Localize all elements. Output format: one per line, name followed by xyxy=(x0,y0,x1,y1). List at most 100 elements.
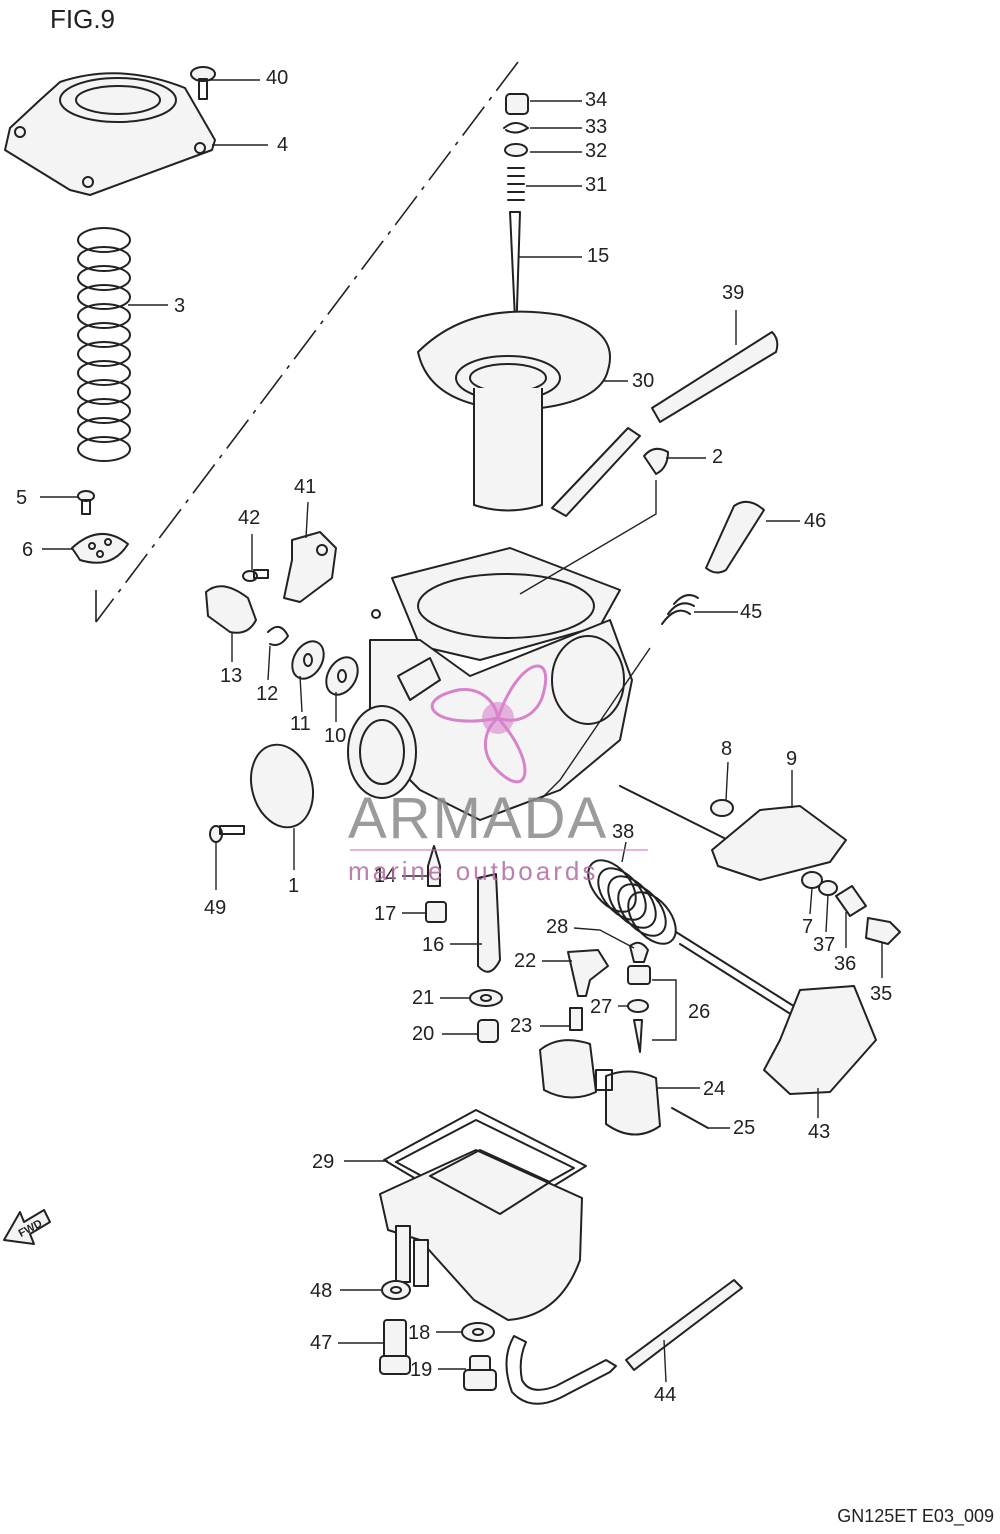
callout-label: 39 xyxy=(722,282,744,304)
part-lever-9 xyxy=(619,785,847,881)
callout-label: 38 xyxy=(612,821,634,843)
callout-label: 15 xyxy=(587,245,609,267)
callout-label: 17 xyxy=(374,903,396,925)
callout-label: 10 xyxy=(324,725,346,747)
part-float-24 xyxy=(539,1039,661,1136)
callout-label: 25 xyxy=(733,1117,755,1139)
callout-label: 29 xyxy=(312,1151,334,1173)
callout-label: 6 xyxy=(22,539,33,561)
callout-label: 49 xyxy=(204,897,226,919)
part-cover-1 xyxy=(250,743,314,829)
part-spring-45 xyxy=(661,594,699,625)
callout-label: 45 xyxy=(740,601,762,623)
part-washer-11 xyxy=(291,640,325,680)
callout-label: 4 xyxy=(277,134,288,156)
callout-label: 5 xyxy=(16,487,27,509)
part-top-cap xyxy=(4,72,216,196)
part-screw-23 xyxy=(569,1007,583,1031)
callout-label: 3 xyxy=(174,295,185,317)
part-screw-49 xyxy=(209,825,245,843)
callout-label: 16 xyxy=(422,934,444,956)
watermark-tagline: marine outboards xyxy=(348,856,598,886)
callout-label: 36 xyxy=(834,953,856,975)
callout-label: 23 xyxy=(510,1015,532,1037)
callout-label: 13 xyxy=(220,665,242,687)
part-emulsion-tube-16 xyxy=(477,873,501,973)
part-washer-21 xyxy=(469,989,503,1007)
callout-label: 7 xyxy=(802,916,813,938)
part-jet-14 xyxy=(427,845,441,887)
part-washer-48 xyxy=(381,1280,411,1300)
callout-label: 31 xyxy=(585,174,607,196)
callout-label: 18 xyxy=(408,1322,430,1344)
figure-title: FIG.9 xyxy=(50,4,115,34)
callout-label: 11 xyxy=(290,713,311,735)
callout-label: 14 xyxy=(374,865,396,887)
callout-label: 22 xyxy=(514,950,536,972)
part-clip-12 xyxy=(267,625,289,646)
propeller-logo-icon xyxy=(430,664,548,784)
part-plug-20 xyxy=(477,1019,499,1043)
assembly-divider-line xyxy=(95,61,519,623)
part-needle-jet-28 xyxy=(629,941,649,963)
watermark: ARMADA marine outboards xyxy=(348,664,648,886)
callout-label: 19 xyxy=(410,1359,432,1381)
part-cap-13 xyxy=(205,585,257,634)
part-spring xyxy=(77,227,131,462)
callout-label: 9 xyxy=(786,748,797,770)
callout-label: 24 xyxy=(703,1078,725,1100)
callout-label: 48 xyxy=(310,1280,332,1302)
callout-label: 28 xyxy=(546,916,568,938)
part-drain-hose-44 xyxy=(505,1279,743,1405)
callout-label: 43 xyxy=(808,1121,830,1143)
part-hose-39 xyxy=(551,331,779,517)
part-drain-screw-47 xyxy=(379,1319,411,1375)
part-screw-35 xyxy=(865,917,901,945)
callout-label: 37 xyxy=(813,934,835,956)
part-washers-7-37 xyxy=(801,871,838,896)
part-washer-18 xyxy=(461,1322,495,1342)
callout-label: 40 xyxy=(266,67,288,89)
callout-label: 47 xyxy=(310,1332,332,1354)
callout-label: 26 xyxy=(688,1001,710,1023)
callout-label: 42 xyxy=(238,507,260,529)
callout-label: 8 xyxy=(721,738,732,760)
callout-label: 41 xyxy=(294,476,316,498)
part-screw-40 xyxy=(190,66,216,100)
part-bracket-41 xyxy=(283,531,337,603)
part-float-bowl xyxy=(379,1149,583,1321)
part-plug-19 xyxy=(463,1355,497,1391)
leader-lines xyxy=(40,79,883,1383)
watermark-brand: ARMADA xyxy=(348,786,608,851)
callout-labels: 40 4 3 5 6 34 33 32 31 15 39 30 2 41 42 … xyxy=(16,67,892,1406)
callout-label: 12 xyxy=(256,683,278,705)
callout-label: 20 xyxy=(412,1023,434,1045)
part-float-valve-26 xyxy=(627,965,651,1053)
callout-label: 33 xyxy=(585,116,607,138)
part-throttle-screw-46 xyxy=(705,500,765,574)
callout-label: 2 xyxy=(712,446,723,468)
callout-label: 44 xyxy=(654,1384,676,1406)
figure-code: GN125ET E03_009 xyxy=(837,1506,994,1527)
callout-label: 27 xyxy=(590,996,612,1018)
callout-label: 1 xyxy=(288,875,299,897)
part-washer-8 xyxy=(710,799,734,817)
part-plug-17 xyxy=(425,901,447,923)
part-screw-36 xyxy=(835,885,867,917)
callout-label: 21 xyxy=(412,987,434,1009)
part-screw-42 xyxy=(242,569,269,582)
part-choke-lever-43 xyxy=(675,931,877,1095)
fwd-arrow-icon: FWD xyxy=(3,1209,51,1245)
part-plug-2 xyxy=(643,447,669,475)
part-carburetor-body xyxy=(347,547,633,821)
part-screw-5 xyxy=(77,490,95,515)
callout-label: 30 xyxy=(632,370,654,392)
part-plate-6 xyxy=(71,532,129,564)
callout-label: 46 xyxy=(804,510,826,532)
part-needle-stack xyxy=(503,93,529,341)
part-plate-22 xyxy=(567,949,609,997)
callout-label: 35 xyxy=(870,983,892,1005)
part-diaphragm-piston xyxy=(417,310,611,512)
